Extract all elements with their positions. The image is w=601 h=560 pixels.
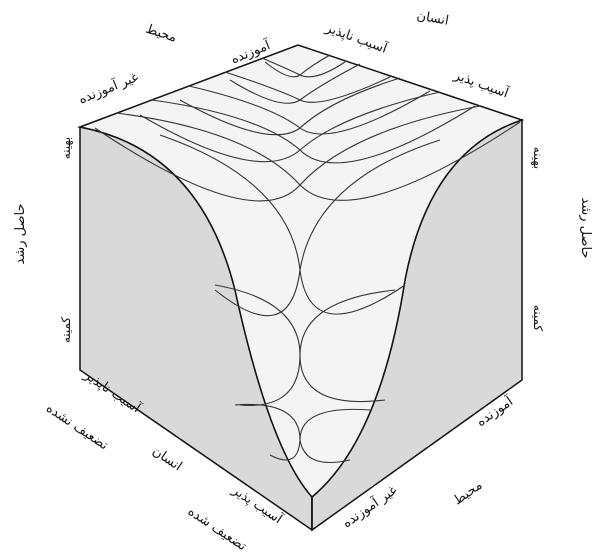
label-right-minimum: کمینه [531, 305, 545, 332]
label-right-optimal: بهینه [531, 147, 545, 170]
surface-grid [94, 54, 521, 464]
label-left-growth-outcome: حاصل رشد [13, 203, 28, 264]
growth-surface [77, 44, 525, 499]
label-top-invulnerable: آسیب ناپذیر [323, 18, 391, 57]
label-left-human: انسان [149, 444, 184, 475]
label-top-human: انسان [415, 8, 449, 28]
label-top-environment: محیط [144, 22, 179, 46]
label-left-impaired: تضعیف نشده [43, 401, 111, 454]
label-right-environment: محیط [451, 478, 486, 508]
label-top-vulnerable: آسیب پذیر [451, 66, 512, 102]
label-top-nonadaptive: غیر آموزنده [76, 68, 141, 107]
label-left-minimum: کمینه [59, 317, 73, 344]
label-right-growth-outcome: حاصل رشد [578, 197, 593, 258]
label-left-optimal: بهینه [59, 137, 73, 160]
label-left-impaired-bottom: تضعیف شده [185, 504, 249, 554]
